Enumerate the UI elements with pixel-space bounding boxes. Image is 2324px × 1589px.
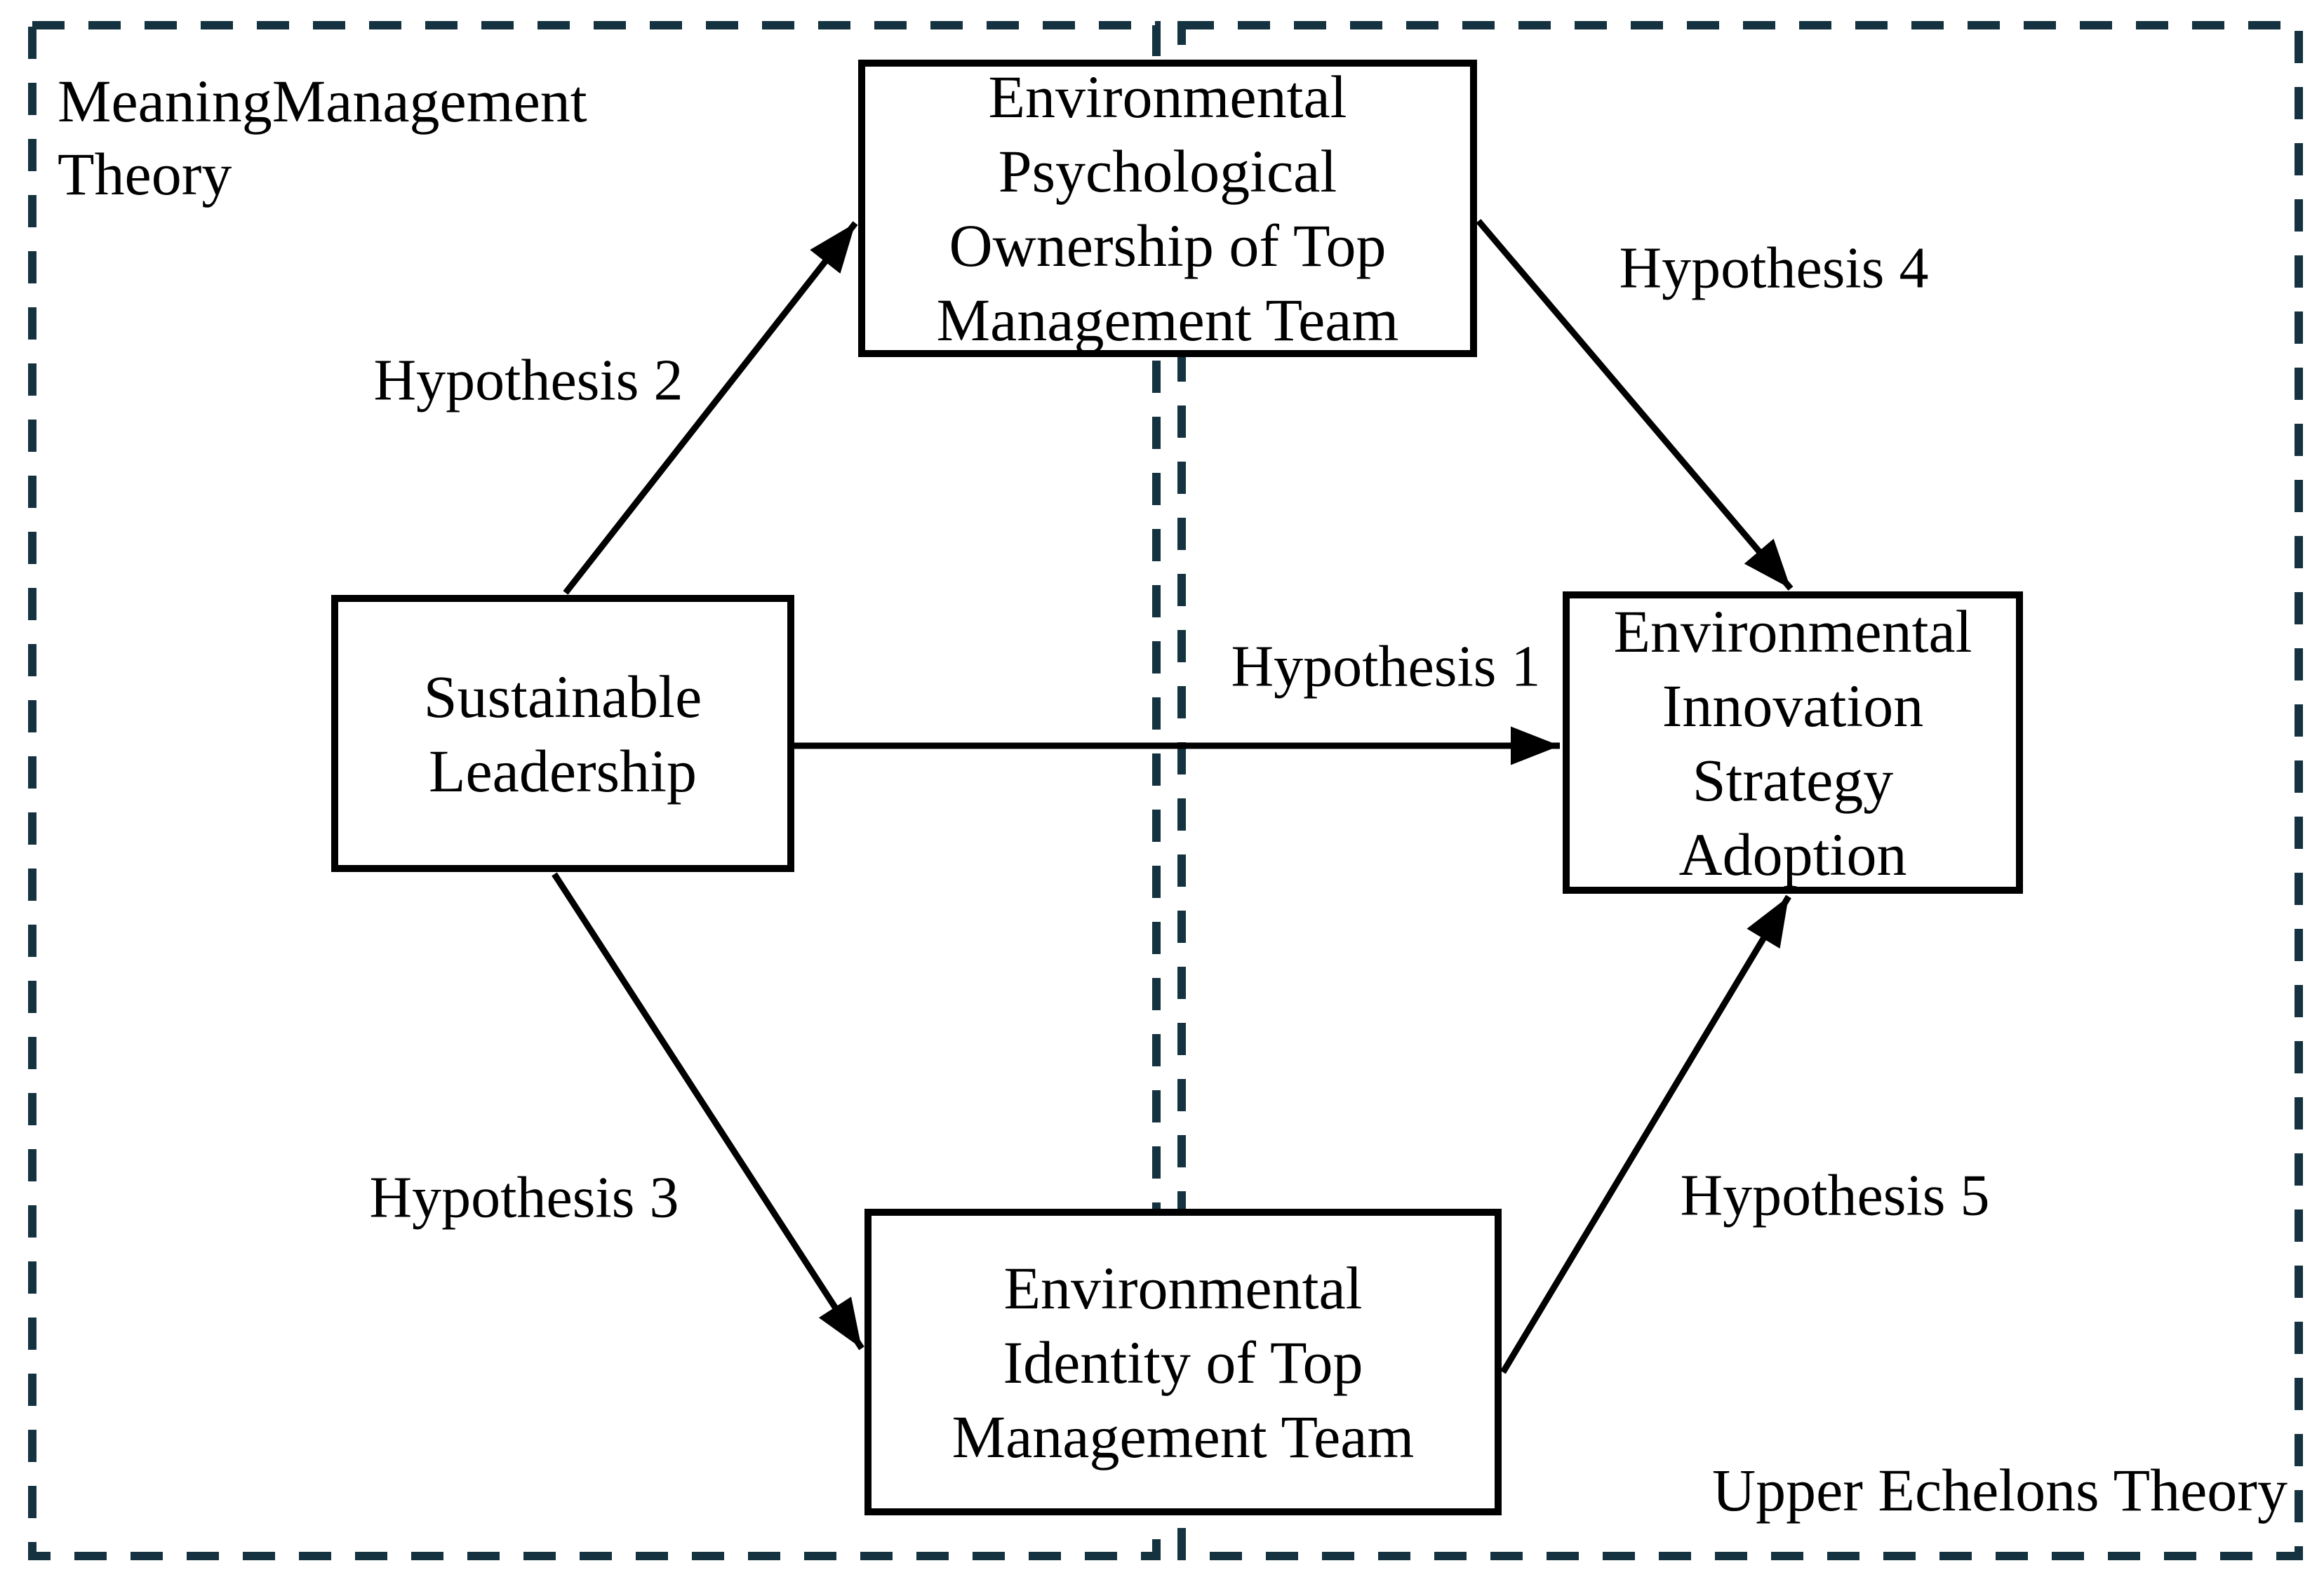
node-sustainable-leadership: Sustainable Leadership [331, 595, 794, 872]
left-theory-region-border [28, 21, 1161, 1560]
node-label-line: Management Team [936, 286, 1399, 354]
node-label-line: Management Team [951, 1402, 1415, 1470]
node-label-line: Ownership of Top [949, 212, 1387, 279]
hypothesis-3-label: Hypothesis 3 [369, 1165, 679, 1231]
hypothesis-1-label: Hypothesis 1 [1231, 633, 1541, 699]
node-environmental-identity-tmt: Environmental Identity of Top Management… [864, 1209, 1502, 1515]
node-label-line: Sustainable [423, 662, 702, 730]
hypothesis-2-arrow [563, 221, 858, 595]
node-label-line: Strategy [1692, 746, 1894, 814]
hypothesis-5-label: Hypothesis 5 [1680, 1162, 1990, 1228]
node-label-line: Leadership [428, 737, 697, 805]
node-label-line: Environmental [1003, 1254, 1363, 1322]
left-theory-word-management: Management [272, 67, 587, 135]
node-label-line: Innovation [1662, 671, 1924, 739]
hypothesis-4-arrow [1476, 219, 1794, 591]
left-theory-label-line1: Meaning Management [58, 65, 587, 138]
left-theory-label-line2: Theory [58, 140, 232, 208]
node-label-line: Adoption [1678, 820, 1907, 888]
hypothesis-2-label: Hypothesis 2 [373, 347, 683, 413]
left-theory-label: Meaning Management Theory [58, 65, 587, 210]
node-label-line: Identity of Top [1003, 1328, 1363, 1396]
hypothesis-4-label: Hypothesis 4 [1619, 235, 1929, 301]
hypothesis-3-arrow [552, 872, 864, 1350]
node-environmental-innovation-strategy-adoption: Environmental Innovation Strategy Adopti… [1563, 591, 2023, 894]
node-label-line: Environmental [988, 63, 1347, 130]
node-environmental-psychological-ownership: Environmental Psychological Ownership of… [858, 60, 1477, 357]
hypothesis-5-arrow [1500, 894, 1791, 1374]
node-label-line: Environmental [1613, 597, 1972, 665]
node-label-line: Psychological [998, 138, 1337, 205]
left-theory-word-meaning: Meaning [58, 67, 272, 135]
right-theory-region-border [1177, 21, 2303, 1560]
right-theory-label: Upper Echelons Theory [1712, 1456, 2288, 1524]
